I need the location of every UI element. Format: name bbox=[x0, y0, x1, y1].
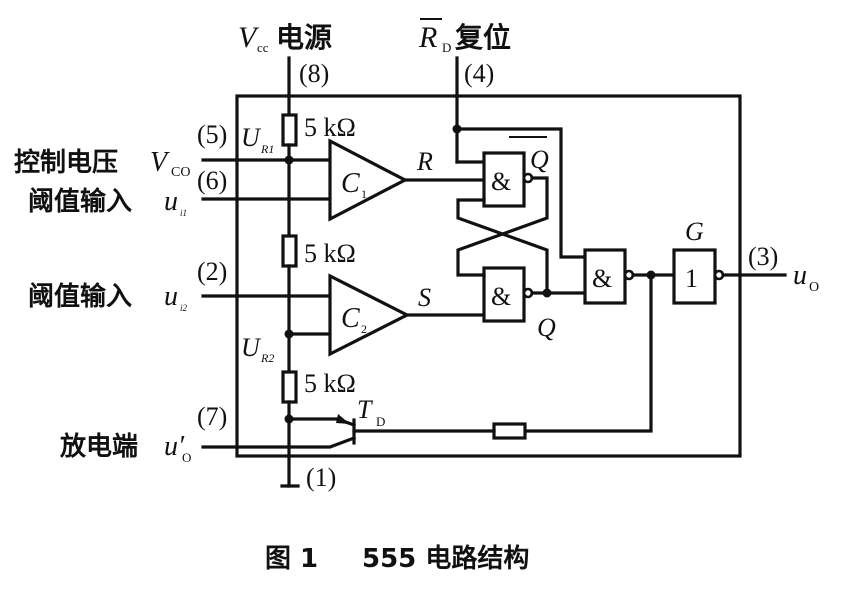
threshold2-sub: i2 bbox=[180, 303, 188, 313]
pin-7-label: (7) bbox=[197, 402, 227, 431]
junction-dot bbox=[284, 329, 294, 339]
base-resistor bbox=[492, 422, 527, 440]
nand2-label: & bbox=[491, 282, 511, 311]
nand3-label: & bbox=[592, 264, 612, 293]
vcc-label: V cc 电源 bbox=[238, 21, 332, 55]
output-sub: O bbox=[809, 280, 819, 295]
control-voltage-label: 控制电压 V CO bbox=[14, 147, 190, 180]
caption-figure: 图 1 bbox=[265, 544, 318, 574]
vcc-sub: cc bbox=[257, 40, 269, 55]
discharge-sub: O bbox=[182, 450, 191, 465]
qbar-label: Q bbox=[530, 145, 549, 174]
resistor-1 bbox=[281, 113, 298, 147]
r-label: R bbox=[416, 147, 433, 176]
discharge-symbol: u′ bbox=[164, 431, 185, 462]
ur1-symbol: U bbox=[241, 123, 262, 152]
resistor-1-label: 5 kΩ bbox=[304, 113, 356, 142]
pin-5-label: (5) bbox=[197, 120, 227, 149]
pin-2-label: (2) bbox=[197, 257, 227, 286]
caption-title: 555 电路结构 bbox=[362, 543, 529, 574]
control-sub: CO bbox=[171, 165, 190, 180]
resistor-3-label: 5 kΩ bbox=[304, 369, 356, 398]
control-text: 控制电压 bbox=[14, 148, 118, 178]
reset-text: 复位 bbox=[455, 21, 511, 54]
vcc-text: 电源 bbox=[276, 21, 332, 54]
transistor-sub: D bbox=[376, 414, 385, 429]
resistor-2-label: 5 kΩ bbox=[304, 239, 356, 268]
c2-symbol: C bbox=[341, 303, 360, 334]
ur2-symbol: U bbox=[241, 333, 262, 362]
pin-8-label: (8) bbox=[299, 59, 329, 88]
junction-dot bbox=[542, 288, 552, 298]
s-label: S bbox=[418, 283, 431, 312]
discharge-text: 放电端 bbox=[59, 431, 138, 462]
resistor-2 bbox=[281, 234, 298, 268]
transistor-symbol: T bbox=[357, 395, 373, 424]
ur1-sub: R1 bbox=[260, 142, 274, 156]
threshold2-text: 阈值输入 bbox=[28, 281, 132, 312]
comparator-c1 bbox=[328, 138, 409, 222]
c1-symbol: C bbox=[341, 168, 360, 199]
reset-symbol: R bbox=[418, 21, 437, 54]
c2-sub: 2 bbox=[361, 322, 367, 336]
ur2-sub: R2 bbox=[260, 351, 274, 365]
control-symbol: V bbox=[150, 147, 170, 178]
comparator-c2 bbox=[328, 273, 411, 357]
threshold-input-2-label: 阈值输入 u i2 bbox=[28, 281, 188, 313]
reset-to-nand3 bbox=[455, 127, 587, 259]
vcc-symbol: V bbox=[238, 21, 260, 54]
resistor-3 bbox=[281, 370, 298, 404]
c1-sub: 1 bbox=[361, 187, 367, 201]
reset-sub: D bbox=[442, 40, 451, 55]
pin-3-label: (3) bbox=[748, 242, 778, 271]
q-label: Q bbox=[537, 313, 556, 342]
pin-4-label: (4) bbox=[464, 59, 494, 88]
buffer-label: 1 bbox=[685, 264, 698, 293]
transistor-arrow bbox=[336, 414, 350, 424]
reset-label: R D 复位 bbox=[418, 18, 511, 55]
discharge-label: 放电端 u′ O bbox=[59, 431, 191, 465]
threshold2-symbol: u bbox=[164, 281, 178, 312]
junction-dot bbox=[284, 155, 294, 165]
cross-wire-2 bbox=[456, 198, 549, 295]
junction-dot bbox=[284, 414, 294, 424]
output-symbol: u bbox=[793, 260, 807, 291]
base-feedback-wire bbox=[523, 273, 653, 433]
threshold1-text: 阈值输入 bbox=[28, 186, 132, 217]
nand1-label: & bbox=[491, 167, 511, 196]
threshold1-sub: i1 bbox=[180, 208, 187, 218]
threshold1-symbol: u bbox=[164, 186, 178, 217]
transistor-collector bbox=[201, 435, 357, 449]
buffer-name: G bbox=[685, 217, 704, 246]
threshold-input-1-label: 阈值输入 u i1 bbox=[28, 186, 187, 218]
pin-6-label: (6) bbox=[197, 166, 227, 195]
figure-caption: 图 1 555 电路结构 bbox=[265, 543, 529, 574]
pin-1-label: (1) bbox=[306, 463, 336, 492]
